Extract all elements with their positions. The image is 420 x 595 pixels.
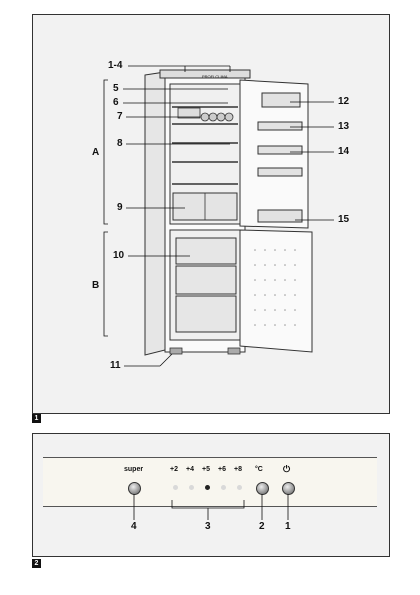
temperature-button[interactable]: [256, 482, 269, 495]
label-A: A: [92, 147, 100, 158]
fridge-illustration: [103, 65, 334, 367]
label-1-4: 1-4: [108, 60, 123, 71]
temp-label-8: +8: [234, 466, 242, 473]
brand-plate: PROFI CLIMA: [202, 74, 228, 79]
callout-2: 2: [259, 521, 265, 532]
leader-lines: [103, 65, 334, 367]
adjustable-feet: [169, 347, 183, 355]
freezer-door-dots: [254, 249, 296, 326]
label-11: 11: [110, 360, 121, 371]
freezer-drawer-2: [175, 265, 237, 295]
temp-led-8: [237, 485, 242, 490]
freezer-door: [239, 229, 313, 353]
label-6: 6: [113, 97, 119, 108]
label-15: 15: [338, 214, 350, 225]
control-panel: [43, 457, 377, 507]
super-button[interactable]: [128, 482, 141, 495]
freezer-drawer-1: [175, 237, 237, 265]
temp-label-2: +2: [170, 466, 178, 473]
temp-led-5-active: [205, 485, 210, 490]
label-B: B: [92, 280, 100, 291]
super-label: super: [124, 466, 144, 473]
cabinet-top: [159, 69, 251, 79]
callout-1: 1: [285, 521, 291, 532]
label-12: 12: [338, 96, 350, 107]
door-shelf-13: [257, 121, 303, 131]
door-compartment-12: [261, 92, 301, 108]
temp-label-4: +4: [186, 466, 194, 473]
figure-2-badge: 2: [32, 559, 41, 568]
freezer-drawer-3: [175, 295, 237, 333]
interior-light: [177, 107, 201, 119]
callout-3: 3: [205, 521, 211, 532]
power-button[interactable]: [282, 482, 295, 495]
bottle-shelf-15: [257, 209, 303, 223]
temp-label-5: +5: [202, 466, 210, 473]
power-icon: ⏻: [283, 464, 291, 474]
bottle-rack: [200, 112, 234, 122]
label-5: 5: [113, 83, 119, 94]
label-9: 9: [117, 202, 123, 213]
callout-4: 4: [131, 521, 137, 532]
label-10: 10: [113, 250, 125, 261]
label-13: 13: [338, 121, 350, 132]
temp-led-4: [189, 485, 194, 490]
figure-1-badge: 1: [32, 414, 41, 423]
door-shelf-mid: [257, 167, 303, 177]
temp-led-6: [221, 485, 226, 490]
label-14: 14: [338, 146, 350, 157]
temp-label-6: +6: [218, 466, 226, 473]
celsius-label: °C: [255, 466, 263, 473]
egg-tray-14: [257, 145, 303, 155]
temp-led-2: [173, 485, 178, 490]
label-8: 8: [117, 138, 123, 149]
label-7: 7: [117, 111, 123, 122]
